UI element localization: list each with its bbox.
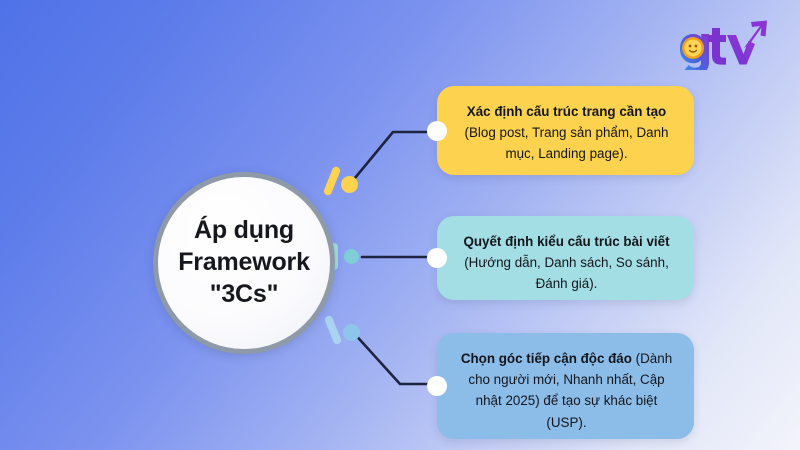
card-node-dot-2 — [427, 248, 447, 268]
step-card-3-text: Chọn góc tiếp cận độc đáo (Dành cho ngườ… — [461, 351, 672, 430]
card-node-dot-1 — [427, 120, 447, 141]
card-node-dot-3 — [427, 376, 447, 396]
gtv-logo — [671, 18, 771, 74]
step-card-2-rest: (Hướng dẫn, Danh sách, So sánh, Đánh giá… — [464, 255, 669, 292]
decorative-dot-yellow — [341, 176, 358, 193]
step-card-2: Quyết định kiểu cấu trúc bài viết (Hướng… — [427, 216, 694, 300]
step-card-3-rest: (Dành cho người mới, Nhanh nhất, Cập nhậ… — [468, 351, 673, 430]
step-card-1-bold: Xác định cấu trúc trang cần tạo — [466, 104, 667, 119]
central-circle: Áp dụng Framework "3Cs" — [153, 172, 335, 354]
step-card-2-bold: Quyết định kiểu cấu trúc bài viết — [463, 234, 670, 249]
decorative-dot-blue — [343, 324, 360, 341]
decorative-dot-teal — [344, 249, 359, 264]
central-circle-label: Áp dụng Framework "3Cs" — [178, 216, 310, 308]
step-card-1-rest: (Blog post, Trang sản phẩm, Danh mục, La… — [464, 125, 669, 162]
step-card-1-text: Xác định cấu trúc trang cần tạo (Blog po… — [465, 104, 669, 161]
central-circle-face: Áp dụng Framework "3Cs" — [158, 177, 330, 349]
step-card-2-text: Quyết định kiểu cấu trúc bài viết (Hướng… — [463, 234, 669, 291]
step-card-3: Chọn góc tiếp cận độc đáo (Dành cho ngườ… — [427, 333, 694, 439]
connector-line-3 — [350, 329, 439, 386]
step-card-1: Xác định cấu trúc trang cần tạo (Blog po… — [427, 86, 694, 175]
step-card-3-bold: Chọn góc tiếp cận độc đáo — [460, 351, 632, 366]
gtv-logo-icon — [680, 20, 767, 74]
connector-line-1 — [348, 130, 439, 186]
